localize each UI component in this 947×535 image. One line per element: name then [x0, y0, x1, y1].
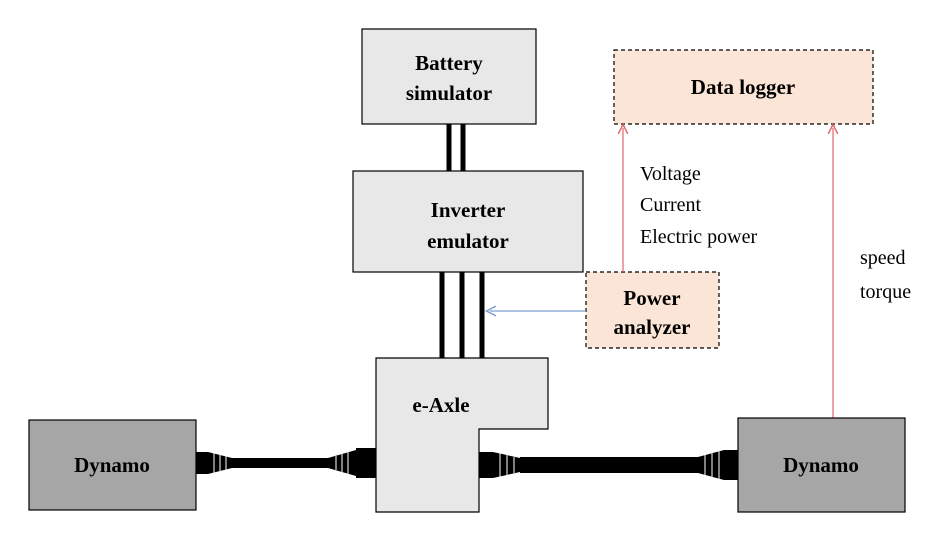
inverter-emulator-label-line1: Inverter [431, 198, 506, 222]
signal-voltage: Voltage [640, 163, 701, 185]
signal-current: Current [640, 194, 702, 216]
inverter-emulator-label-line2: emulator [427, 229, 509, 253]
battery-simulator-label-line1: Battery [415, 51, 483, 75]
dc-link-cables [446, 124, 466, 171]
power-analyzer-signals: Voltage Current Electric power [640, 163, 757, 248]
dynamo-left-block: Dynamo [28, 419, 197, 511]
signal-speed: speed [860, 247, 906, 269]
dynamo-left-label: Dynamo [74, 453, 150, 477]
signal-torque: torque [860, 281, 911, 303]
battery-simulator-block: Battery simulator [361, 28, 537, 125]
right-drive-shaft [479, 450, 738, 480]
e-axle-block: e-Axle [375, 357, 549, 513]
inverter-emulator-block: Inverter emulator [352, 170, 584, 273]
battery-simulator-label-line2: simulator [406, 81, 492, 105]
dynamo-signals: speed torque [860, 247, 911, 303]
dynamo-right-label: Dynamo [783, 453, 859, 477]
signal-electric-power: Electric power [640, 226, 757, 248]
data-logger-label: Data logger [691, 75, 795, 99]
power-analyzer-label-line1: Power [623, 286, 680, 310]
dynamo-right-block: Dynamo [737, 417, 906, 513]
power-analyzer-block: Power analyzer [585, 271, 720, 349]
left-drive-shaft [196, 448, 376, 478]
three-phase-cables [439, 272, 485, 358]
power-analyzer-label-line2: analyzer [614, 315, 691, 339]
data-logger-block: Data logger [613, 49, 874, 125]
e-axle-label: e-Axle [412, 393, 469, 417]
